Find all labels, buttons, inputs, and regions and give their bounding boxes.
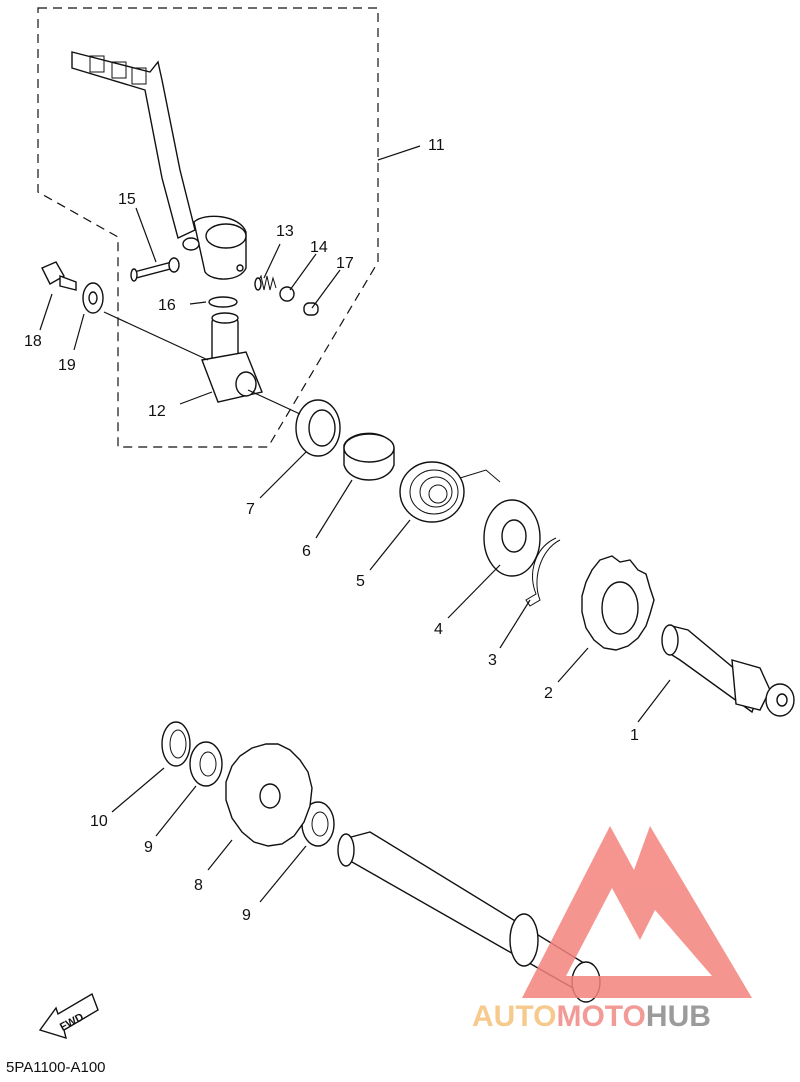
callout-3: 3	[488, 652, 497, 669]
callout-17: 17	[336, 255, 354, 272]
callout-labels: 1 2 3 4 5 6 7 8 9 9 10 11 12 13 14 18 19…	[24, 137, 639, 924]
part-6-collar	[343, 432, 395, 481]
watermark-logo: AUTOMOTOHUB	[472, 826, 752, 1033]
part-1-kick-axle	[661, 624, 795, 717]
svg-text:AUTOMOTOHUB: AUTOMOTOHUB	[472, 1000, 711, 1033]
callout-11: 11	[428, 137, 445, 154]
callout-9-lower: 9	[242, 907, 251, 924]
part-12-boss	[201, 312, 263, 403]
watermark-hub: HUB	[646, 1000, 711, 1033]
callout-1: 1	[630, 727, 639, 744]
part-16-o-ring	[208, 296, 238, 308]
callout-9-upper: 9	[144, 839, 153, 856]
callout-16: 16	[158, 297, 176, 314]
part-2-kick-gear	[581, 555, 655, 651]
part-8-idle-gear	[225, 743, 313, 847]
leader-lines	[39, 145, 671, 903]
callout-19: 19	[58, 357, 76, 374]
assembly-11-boundary	[37, 7, 379, 448]
part-15-bolt	[130, 257, 180, 282]
part-19-washer	[82, 282, 104, 314]
diagram-code: 5PA1100-A100	[6, 1059, 106, 1076]
callout-18: 18	[24, 333, 42, 350]
part-9-washer-a	[189, 741, 223, 787]
part-7-seal	[295, 399, 341, 457]
callout-12: 12	[148, 403, 166, 420]
callout-13: 13	[276, 223, 294, 240]
callout-2: 2	[544, 685, 553, 702]
part-14-ball	[279, 286, 295, 302]
part-10-circlip	[161, 721, 191, 767]
callout-6: 6	[302, 543, 311, 560]
fwd-arrow: FWD	[38, 992, 99, 1040]
part-4-washer	[483, 499, 541, 577]
callout-4: 4	[434, 621, 443, 638]
part-17-plug	[303, 302, 319, 316]
part-13-spring	[254, 274, 277, 291]
callout-5: 5	[356, 573, 365, 590]
callout-10: 10	[90, 813, 108, 830]
part-5-spring	[399, 461, 501, 523]
watermark-triangle	[522, 826, 752, 998]
callout-7: 7	[246, 501, 255, 518]
part-18-bolt	[41, 261, 77, 291]
watermark-moto: MOTO	[556, 1000, 645, 1033]
kick-lever	[71, 51, 247, 280]
callout-15: 15	[118, 191, 136, 208]
callout-8: 8	[194, 877, 203, 894]
callout-14: 14	[310, 239, 328, 256]
watermark-auto: AUTO	[472, 1000, 556, 1033]
